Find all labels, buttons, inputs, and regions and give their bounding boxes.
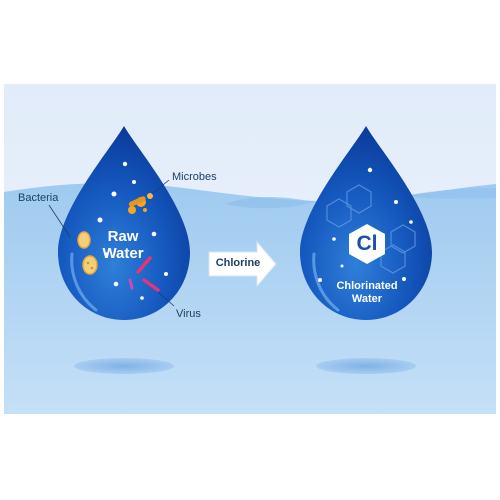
chlorine-symbol: Cl <box>356 232 378 255</box>
water-ripple-right <box>404 188 496 199</box>
chlorinated-drop <box>300 126 432 320</box>
raw-water-title-line1: Raw <box>107 228 139 245</box>
chlorinated-drop-shadow <box>316 358 416 374</box>
arrow-right-icon <box>208 240 277 288</box>
bacteria-icon <box>77 231 98 275</box>
water-ripple <box>224 197 314 209</box>
raw-water-title-line2: Water <box>102 245 144 262</box>
label-leaders <box>48 179 175 307</box>
raw-drop-shadow <box>74 358 174 374</box>
chlorinated-water-caption-line1: Chlorinated <box>336 280 398 292</box>
chlorinated-drop-bubbles <box>318 167 413 282</box>
hexagon-icon <box>326 184 416 274</box>
cl-hexagon-badge <box>349 224 385 264</box>
water-scene <box>4 84 496 414</box>
chlorine-label: Chlorine <box>215 257 261 269</box>
raw-drop-bubbles <box>97 161 168 300</box>
virus-icon <box>128 256 160 292</box>
chlorinated-water-caption-line2: Water <box>351 293 383 305</box>
virus-label: Virus <box>176 308 201 320</box>
scene-art <box>4 84 496 414</box>
microbe-icon <box>128 193 153 214</box>
microbes-label: Microbes <box>172 171 217 183</box>
bacteria-label: Bacteria <box>18 192 59 204</box>
